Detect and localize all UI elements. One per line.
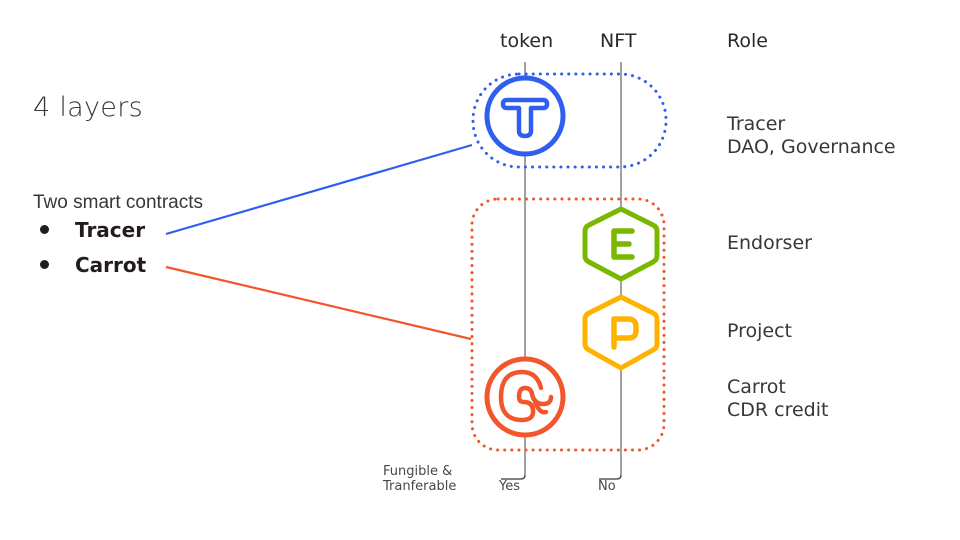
carrot-group-boundary <box>470 197 666 452</box>
bullet-dot-icon <box>40 260 49 269</box>
role-title: Carrot <box>727 376 786 398</box>
carrot-connector <box>165 265 472 341</box>
bullet-label: Carrot <box>75 253 147 277</box>
footer-label-line2: Tranferable <box>383 479 457 494</box>
tracer-group-boundary <box>471 72 668 169</box>
slide-subtitle: Two smart contracts <box>33 192 203 213</box>
role-title: Tracer <box>727 113 786 135</box>
bullet-carrot: Carrot <box>40 253 146 277</box>
token-fungible-value: Yes <box>499 479 520 494</box>
project-nft-icon <box>582 294 660 371</box>
bullet-label: Tracer <box>75 218 146 242</box>
nft-fungible-value: No <box>598 479 616 494</box>
role-desc: CDR credit <box>727 399 829 421</box>
role-title: Endorser <box>727 232 812 254</box>
role-title: Project <box>727 320 793 342</box>
carrot-token-icon <box>484 356 566 438</box>
bullet-tracer: Tracer <box>40 218 145 242</box>
tracer-connector <box>165 143 473 236</box>
footer-label: Fungible & Tranferable <box>383 464 456 494</box>
endorser-nft-icon <box>582 206 660 282</box>
nft-footer-hook <box>599 474 622 480</box>
column-header-nft: NFT <box>600 30 637 52</box>
role-endorser: Endorser <box>727 232 812 255</box>
column-header-token: token <box>500 30 554 52</box>
footer-label-line1: Fungible & <box>383 464 453 479</box>
slide-title: 4 layers <box>33 92 143 123</box>
role-tracer: Tracer DAO, Governance <box>727 113 896 159</box>
column-header-role: Role <box>727 30 768 52</box>
role-desc: DAO, Governance <box>727 136 896 158</box>
role-project: Project <box>727 320 792 343</box>
role-carrot: Carrot CDR credit <box>727 376 828 422</box>
bullet-dot-icon <box>40 225 49 234</box>
token-footer-hook <box>501 474 526 480</box>
tracer-token-icon <box>484 75 566 157</box>
